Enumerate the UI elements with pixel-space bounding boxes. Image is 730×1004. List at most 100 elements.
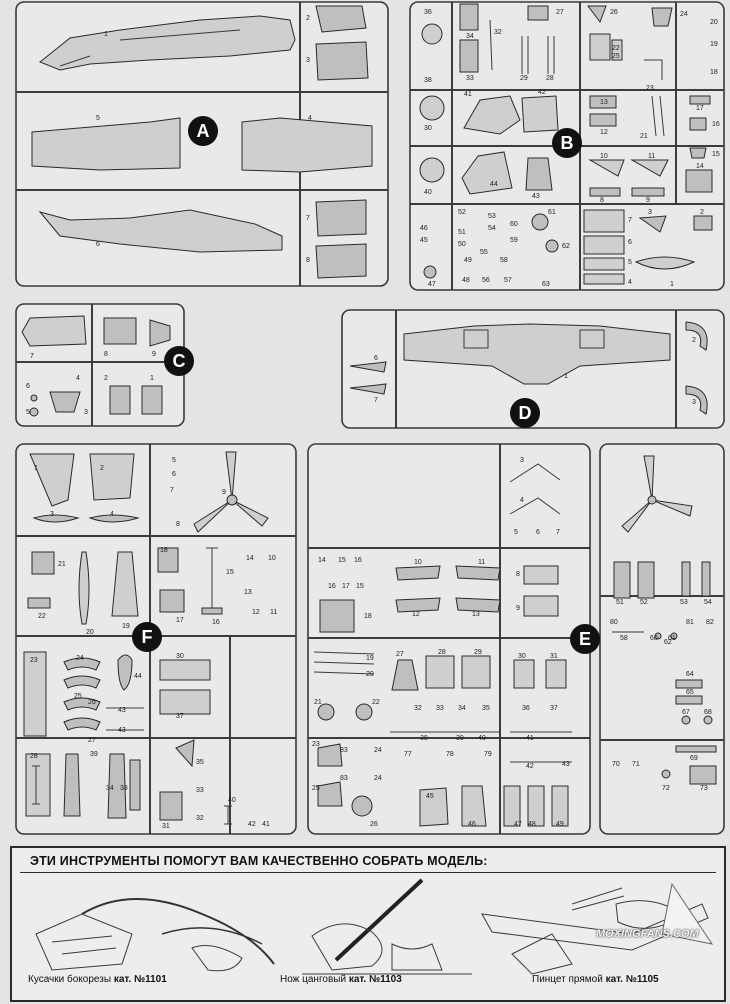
part-b43 [525, 157, 553, 191]
part-b40-wheel [419, 157, 445, 183]
part-b3 [638, 215, 667, 233]
svg-text:68: 68 [704, 709, 712, 716]
side-cutters-icon [35, 898, 275, 972]
svg-text:16: 16 [712, 121, 720, 128]
part-e48 [527, 785, 545, 827]
part-b8 [589, 187, 621, 197]
part-f24 [63, 657, 101, 671]
tools-divider [20, 872, 716, 873]
svg-text:21: 21 [640, 133, 648, 140]
part-b16 [689, 117, 707, 131]
svg-text:38: 38 [420, 735, 428, 742]
sprue-letter-a: A [188, 116, 218, 146]
part-b26 [587, 5, 607, 24]
part-b62 [545, 239, 559, 253]
svg-text:51: 51 [616, 599, 624, 606]
svg-text:43: 43 [118, 727, 126, 734]
part-a6-fuselage-half [38, 209, 283, 253]
svg-text:52: 52 [458, 209, 466, 216]
part-e18 [319, 599, 355, 633]
part-e10 [395, 565, 441, 581]
part-e8 [523, 565, 559, 585]
svg-text:4: 4 [308, 115, 312, 122]
svg-text:34: 34 [458, 705, 466, 712]
svg-text:59: 59 [510, 237, 518, 244]
svg-text:20: 20 [710, 19, 718, 26]
svg-text:30: 30 [424, 125, 432, 132]
svg-text:81: 81 [686, 619, 694, 626]
part-e53 [681, 561, 691, 597]
part-e20 [313, 671, 375, 675]
sprue-f: 1 2 3 4 5 6 7 8 9 10 11 12 13 14 15 16 1… [15, 443, 297, 835]
svg-text:31: 31 [162, 823, 170, 830]
part-b2 [693, 215, 713, 231]
svg-text:37: 37 [550, 705, 558, 712]
part-f21 [31, 551, 55, 575]
svg-text:8: 8 [104, 351, 108, 358]
svg-text:32: 32 [196, 815, 204, 822]
svg-text:20: 20 [366, 671, 374, 678]
svg-text:15: 15 [712, 151, 720, 158]
svg-text:3: 3 [50, 511, 54, 518]
svg-text:3: 3 [648, 209, 652, 216]
svg-text:62: 62 [664, 639, 672, 646]
sprue-letter-c: C [164, 346, 194, 376]
part-f44 [117, 654, 133, 691]
svg-text:27: 27 [556, 9, 564, 16]
svg-text:54: 54 [488, 225, 496, 232]
svg-text:3: 3 [306, 57, 310, 64]
svg-text:45: 45 [426, 793, 434, 800]
part-d6 [349, 361, 387, 373]
svg-text:77: 77 [404, 751, 412, 758]
svg-text:56: 56 [482, 277, 490, 284]
part-e73 [689, 765, 717, 785]
svg-text:7: 7 [628, 217, 632, 224]
svg-text:8: 8 [176, 521, 180, 528]
part-e27 [391, 659, 419, 691]
site-watermark: MOXINGFANS.COM [596, 928, 699, 940]
part-f38 [129, 759, 141, 811]
svg-text:13: 13 [244, 589, 252, 596]
svg-text:41: 41 [262, 821, 270, 828]
part-a1-fuselage-half [39, 15, 296, 71]
part-b10 [588, 159, 625, 177]
part-a3 [315, 41, 369, 81]
svg-text:28: 28 [438, 649, 446, 656]
part-e26 [351, 795, 373, 817]
sprue-d: 6 7 1 2 3 [341, 309, 725, 429]
svg-text:9: 9 [152, 351, 156, 358]
part-a7 [315, 199, 367, 237]
svg-text:34: 34 [106, 785, 114, 792]
sprue-e: 3 4 5 6 7 14 15 16 16 17 15 10 11 12 13 … [307, 443, 725, 835]
svg-text:58: 58 [500, 257, 508, 264]
svg-text:42: 42 [538, 89, 546, 96]
svg-text:6: 6 [628, 239, 632, 246]
part-e22 [355, 703, 373, 721]
svg-text:22: 22 [38, 613, 46, 620]
part-e61 [670, 632, 678, 640]
svg-text:52: 52 [640, 599, 648, 606]
part-b44 [461, 151, 513, 195]
part-e13 [455, 597, 501, 613]
svg-text:55: 55 [480, 249, 488, 256]
svg-text:49: 49 [556, 821, 564, 828]
svg-text:12: 12 [412, 611, 420, 618]
part-f4 [88, 514, 140, 523]
svg-text:18: 18 [364, 613, 372, 620]
part-a2 [315, 5, 367, 33]
svg-text:1: 1 [564, 373, 568, 380]
sprue-letter-f: F [132, 622, 162, 652]
svg-text:35: 35 [482, 705, 490, 712]
svg-text:7: 7 [170, 487, 174, 494]
svg-text:21: 21 [58, 561, 66, 568]
svg-text:61: 61 [548, 209, 556, 216]
svg-text:11: 11 [478, 559, 485, 566]
svg-text:62: 62 [562, 243, 570, 250]
svg-text:6: 6 [26, 383, 30, 390]
svg-text:64: 64 [686, 671, 694, 678]
svg-text:25: 25 [312, 785, 320, 792]
part-b1-droptank [634, 256, 696, 270]
svg-text:33: 33 [466, 75, 474, 82]
sprue-letter-d: D [510, 398, 540, 428]
svg-text:12: 12 [252, 609, 260, 616]
